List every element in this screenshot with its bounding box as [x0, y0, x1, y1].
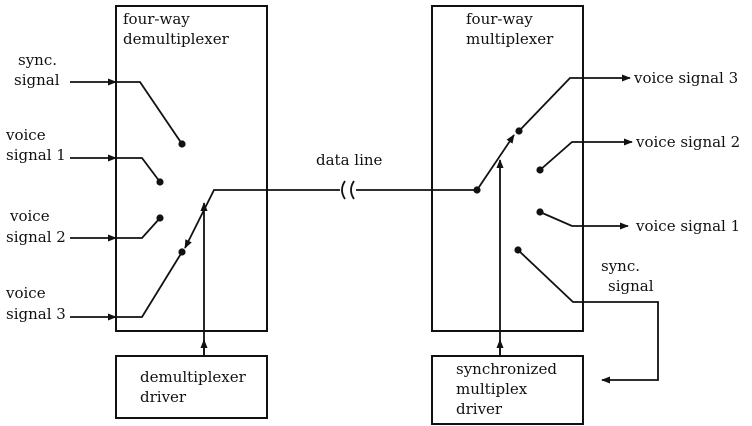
voice3-contact-dot [178, 248, 186, 256]
data-line-label: data line [316, 151, 383, 169]
voice-signal-2-output-label: voice signal 2 [635, 133, 740, 151]
voice2-contact-dot [156, 214, 164, 222]
demultiplexer-title-line1: four-way [123, 10, 190, 28]
voice-signal-2-input-label-1: voice [9, 207, 50, 225]
demultiplexer-driver-box [115, 355, 268, 419]
voice-signal-3-output-label: voice signal 3 [633, 69, 738, 87]
multiplexer-title-line1: four-way [466, 10, 533, 28]
sync-contact-wire [116, 81, 183, 145]
voice2-contact-wire [116, 217, 161, 239]
data-line-break-mark-1 [341, 180, 346, 200]
voice-signal-1-output-label: voice signal 1 [635, 217, 740, 235]
demultiplexer-box [115, 5, 268, 332]
sync-output-wire [517, 249, 659, 384]
voice-signal-3-input-label-1: voice [5, 284, 46, 302]
multiplex-driver-line2: multiplex [456, 380, 528, 398]
sync-signal-input-label-1: sync. [18, 51, 57, 69]
voice1-output-wire [539, 211, 629, 230]
data-line-break-mark-2 [350, 180, 355, 200]
sync-signal-output-label-1: sync. [601, 257, 640, 275]
voice-signal-1-input-label-2: signal 1 [6, 146, 66, 164]
voice1-contact-dot [156, 178, 164, 186]
sync-contact-dot [178, 140, 186, 148]
demultiplexer-driver-line1: demultiplexer [140, 368, 247, 386]
multiplexer-title-line2: multiplexer [466, 30, 554, 48]
multiplex-driver-box [431, 355, 584, 425]
voice2-output-wire [539, 138, 633, 171]
voice-signal-1-input-label-1: voice [5, 126, 46, 144]
multiplex-driver-line1: synchronized [456, 360, 557, 378]
voice-signal-3-input-label-2: signal 3 [6, 305, 66, 323]
voice3-output-wire [518, 74, 631, 132]
multiplexer-box [431, 5, 584, 332]
sync-signal-output-label-2: signal [608, 277, 654, 295]
demultiplexer-driver-line2: driver [140, 388, 187, 406]
sync-signal-input-label-2: signal [14, 71, 60, 89]
demultiplexer-title-line2: demultiplexer [123, 30, 230, 48]
voice-signal-2-input-label-2: signal 2 [6, 228, 66, 246]
demux-switch-arm [184, 189, 340, 249]
voice3-contact-wire [116, 251, 183, 318]
voice1-contact-wire [116, 157, 161, 183]
multiplex-driver-line3: driver [456, 400, 503, 418]
mux-switch-arm [476, 134, 515, 191]
